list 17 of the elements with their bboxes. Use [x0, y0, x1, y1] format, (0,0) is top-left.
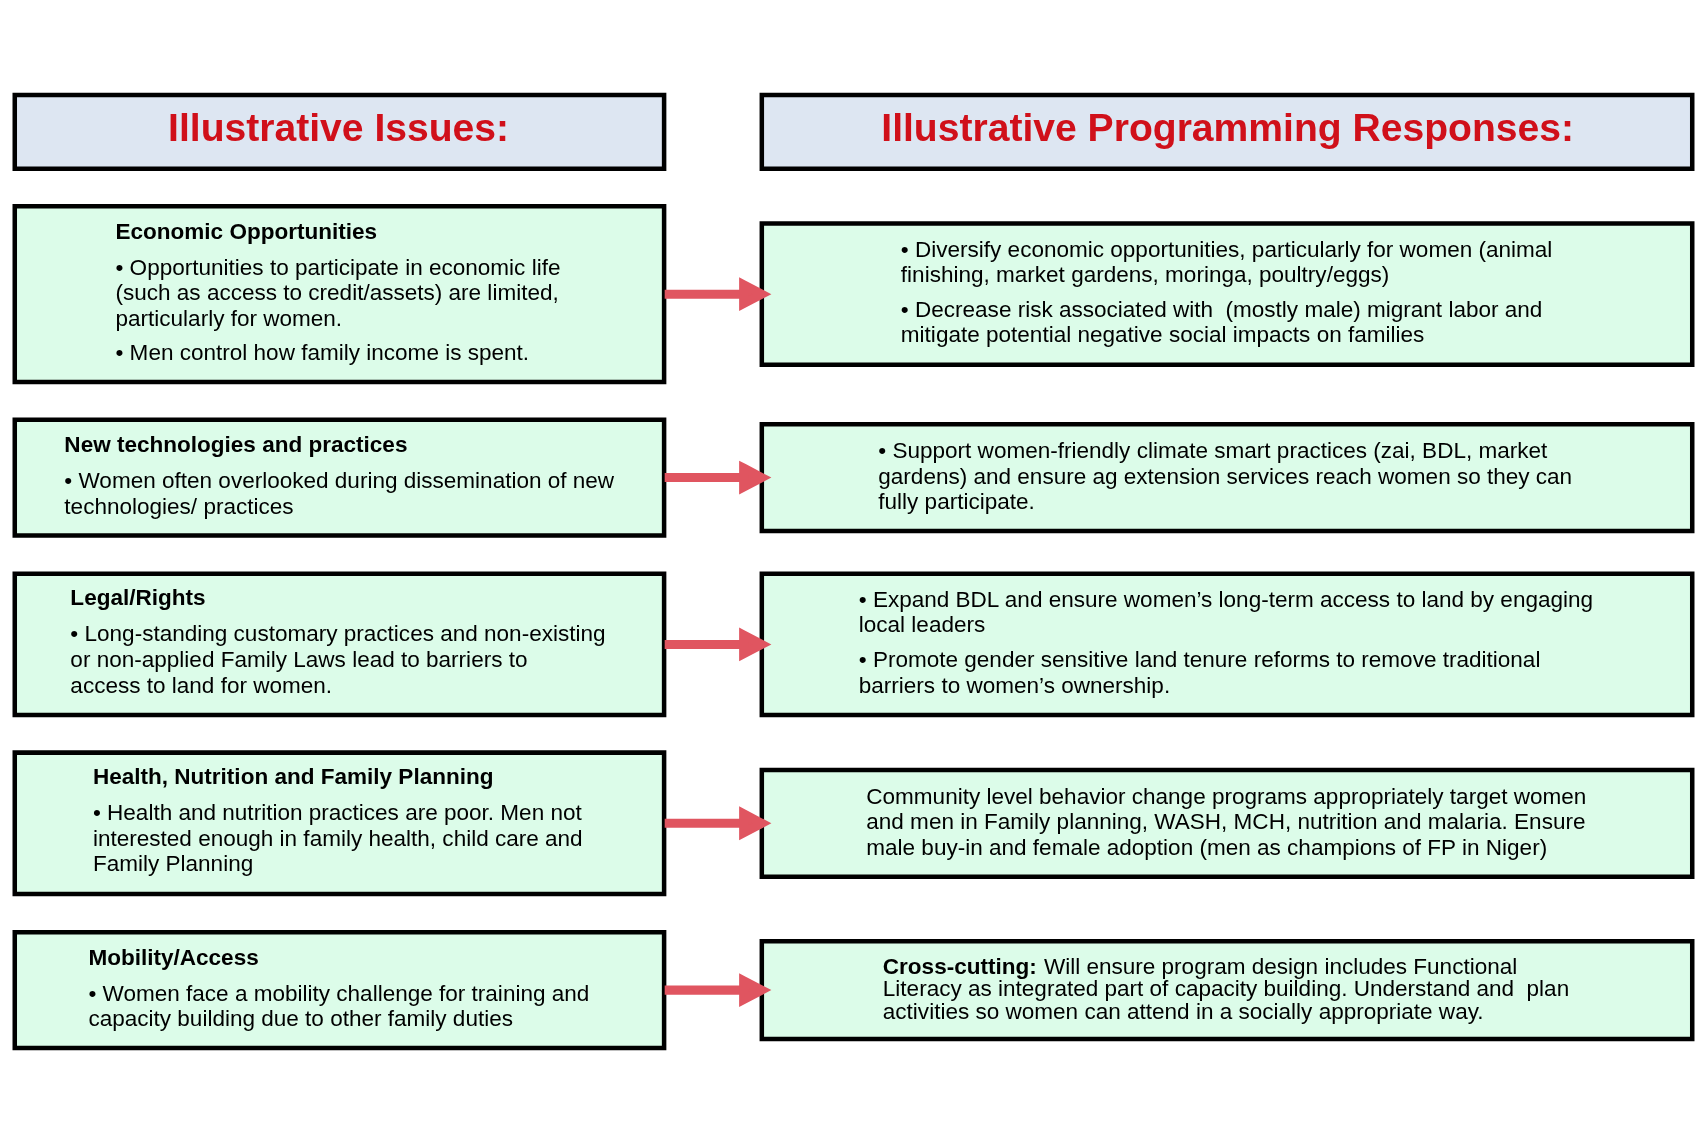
node-box: Illustrative Programming Responses: [759, 92, 1695, 171]
node-box: • Support women-friendly climate smart practices (zai, BDL, market gardens) and ensure ag extension services reach women so they can fully participate. [759, 421, 1695, 533]
arrow [664, 460, 772, 494]
arrow [664, 805, 772, 840]
arrow [664, 626, 772, 661]
node-box: Cross-cutting: Will ensure program design includes Functional Literacy as integrated part of capacity building. Understand and plan activities so women can attend in a socially appropriate way. [759, 938, 1695, 1041]
arrow [664, 276, 772, 311]
node-box: Mobility/Access • Women face a mobility challenge for training and capacity building due to other family duties [12, 929, 667, 1050]
arrow [664, 972, 772, 1007]
node-box: Health, Nutrition and Family Planning • Health and nutrition practices are poor. Men not interested enough in family health, child care and Family Planning [12, 749, 667, 896]
node-box: New technologies and practices • Women often overlooked during dissemination of new technologies/ practices [12, 416, 667, 538]
node-box: • Diversify economic opportunities, particularly for women (animal finishing, market gardens, moringa, poultry/eggs) • Decrease risk associated with (mostly male) migrant labor and mitigate potential negative social impacts on families [759, 220, 1695, 367]
node-box: • Expand BDL and ensure women’s long-term access to land by engaging local leaders • Promote gender sensitive land tenure reforms to remove traditional barriers to women’s ownership. [759, 571, 1695, 717]
node-box: Community level behavior change programs appropriately target women and men in Family planning, WASH, MCH, nutrition and malaria. Ensure male buy-in and female adoption (men as champions of FP in Niger) [759, 767, 1695, 879]
node-box: Illustrative Issues: [12, 92, 667, 171]
node-box: Legal/Rights • Long-standing customary practices and non-existing or non-applied Family Laws lead to barriers to access to land for women. [12, 571, 667, 717]
node-box: Economic Opportunities • Opportunities to participate in economic life (such as access to credit/assets) are limited, particularly for women. • Men control how family income is spent. [12, 203, 667, 384]
